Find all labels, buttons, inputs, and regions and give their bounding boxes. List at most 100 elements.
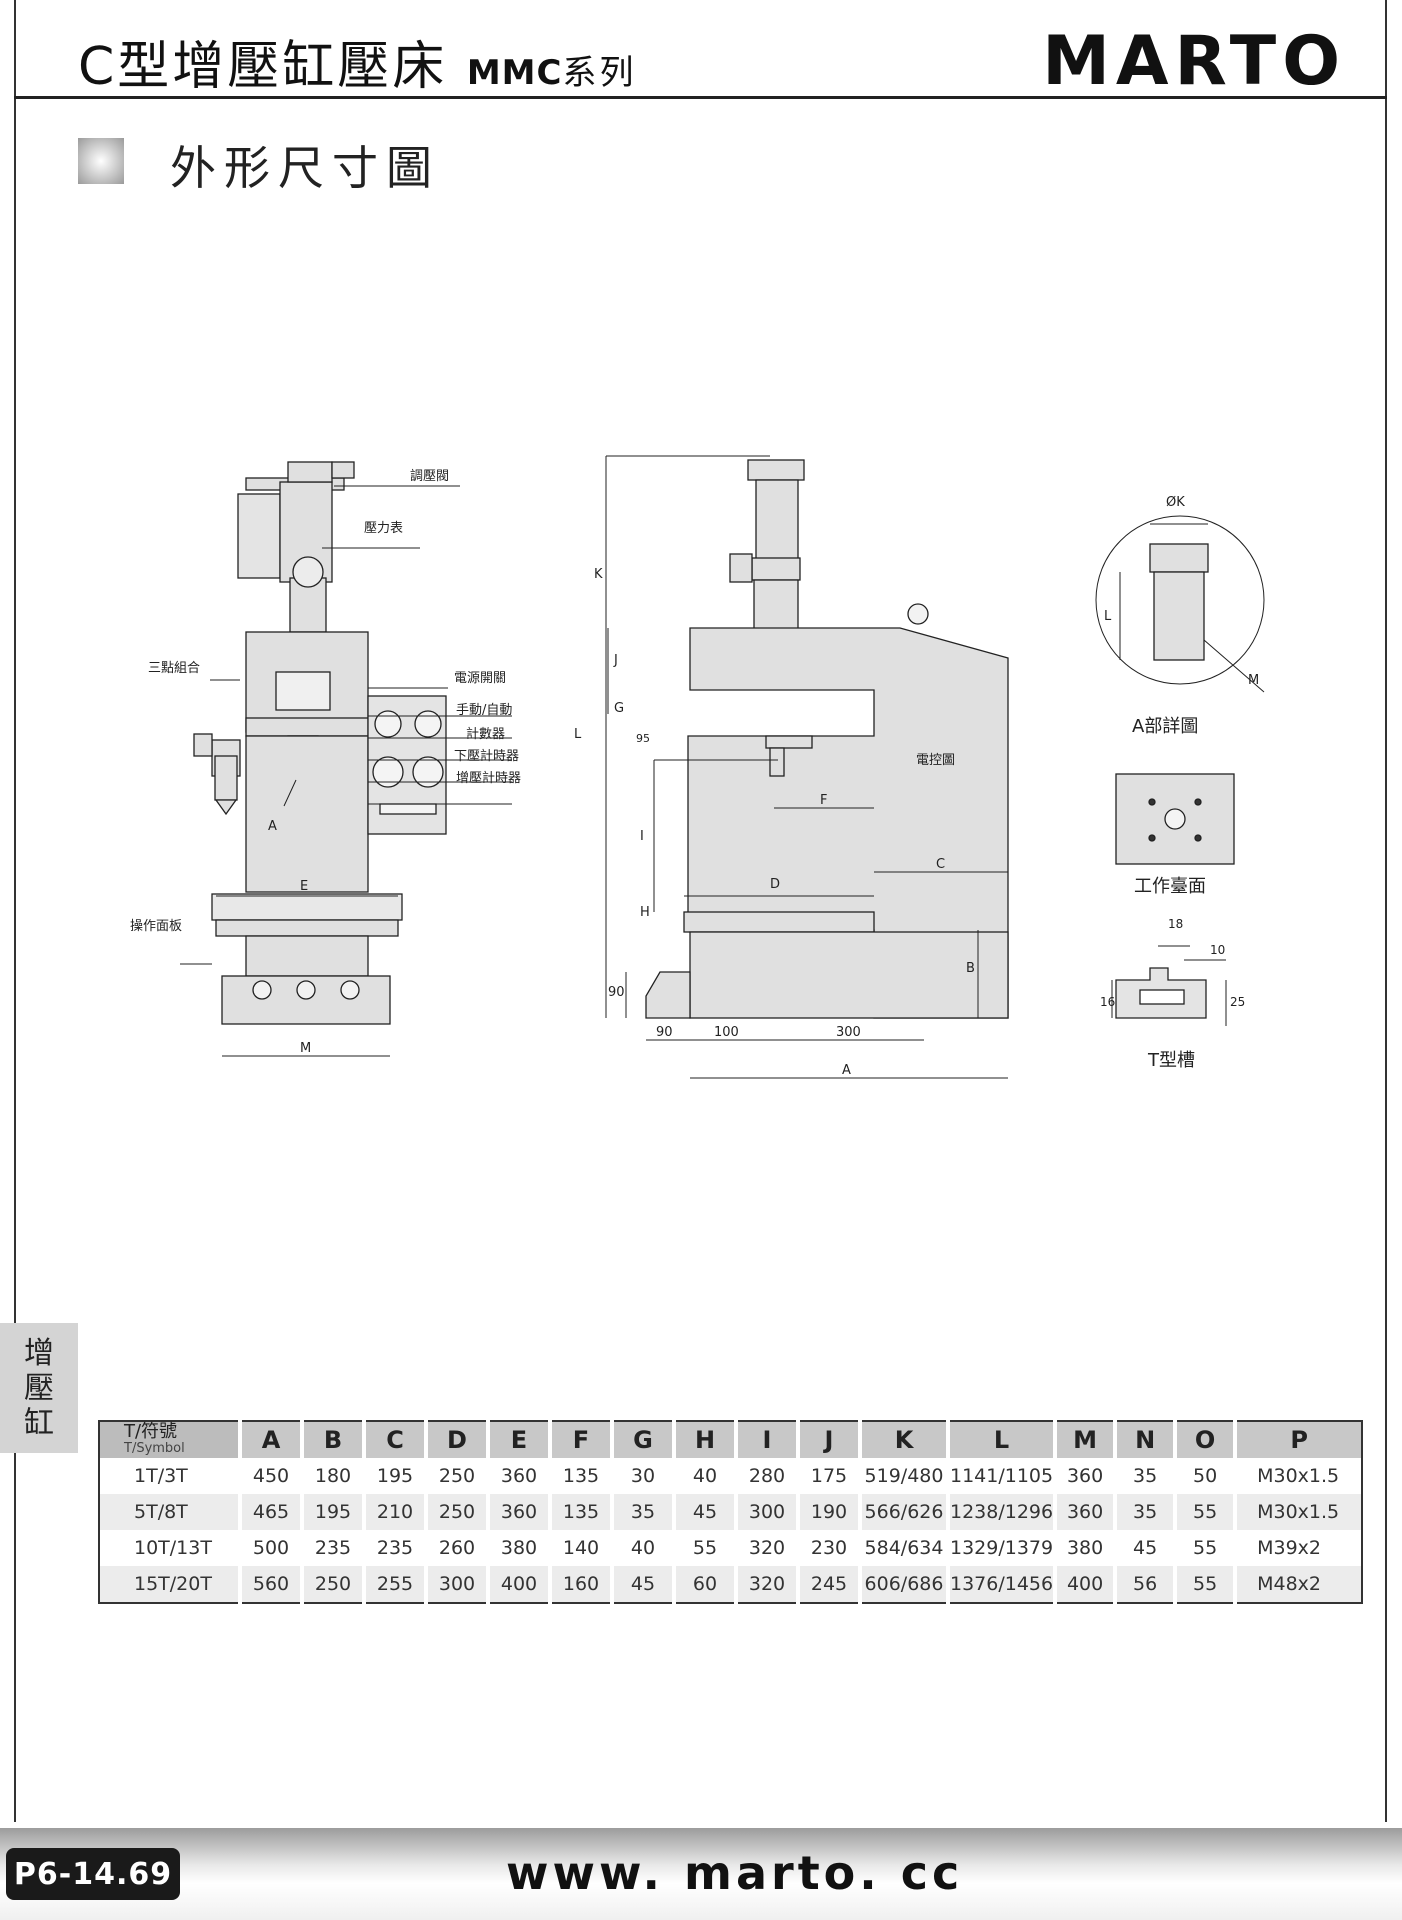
side-view <box>645 459 1009 1019</box>
label-power-switch: 電源開關 <box>454 671 506 686</box>
value-cell: 560 <box>240 1566 304 1603</box>
dim-c: C <box>936 857 945 872</box>
value-cell: 135 <box>550 1458 614 1494</box>
value-cell: 584/634 <box>860 1530 950 1566</box>
value-cell: 55 <box>674 1530 738 1566</box>
value-cell: 60 <box>674 1566 738 1603</box>
value-cell: 250 <box>426 1494 490 1530</box>
label-down-timer: 下壓計時器 <box>454 748 519 764</box>
value-cell: 465 <box>240 1494 304 1530</box>
model-cell: 5T/8T <box>99 1494 242 1530</box>
section-title: 外形尺寸圖 <box>170 141 440 195</box>
value-cell: 135 <box>550 1494 614 1530</box>
column-header: A <box>240 1421 304 1458</box>
value-cell: 400 <box>488 1566 552 1603</box>
value-cell: 40 <box>612 1530 676 1566</box>
column-header: O <box>1175 1421 1238 1458</box>
dim-g: G <box>614 701 624 716</box>
dim-slot-10: 10 <box>1210 943 1225 957</box>
label-frl-unit: 三點組合 <box>148 661 200 676</box>
column-header: N <box>1115 1421 1178 1458</box>
section-square-icon <box>78 138 124 184</box>
dim-b: B <box>966 961 975 976</box>
column-header: D <box>426 1421 490 1458</box>
brand-logo: MARTO <box>1042 22 1346 101</box>
value-cell: 55 <box>1175 1530 1238 1566</box>
footer-bar <box>0 1828 1402 1920</box>
dim-i: I <box>640 829 644 844</box>
value-cell: 160 <box>550 1566 614 1603</box>
column-header: K <box>860 1421 950 1458</box>
dim-l: L <box>574 727 582 742</box>
page-title: C型增壓缸壓床 MMC系列 <box>78 37 637 97</box>
dim-90-horizontal: 90 <box>656 1025 673 1040</box>
value-cell: 360 <box>488 1458 552 1494</box>
value-cell: 1329/1379 <box>948 1530 1058 1566</box>
column-header: L <box>948 1421 1058 1458</box>
label-pressure-gauge: 壓力表 <box>364 521 403 536</box>
dim-90-vertical: 90 <box>608 985 625 1000</box>
dim-k: K <box>594 567 603 582</box>
value-cell: 140 <box>550 1530 614 1566</box>
dim-slot-16: 16 <box>1100 995 1115 1009</box>
detail-a-view <box>1149 543 1209 661</box>
value-cell: M48x2 <box>1235 1566 1363 1603</box>
value-cell: 30 <box>612 1458 676 1494</box>
worktable-view <box>1115 773 1235 865</box>
column-header: H <box>674 1421 738 1458</box>
value-cell: 250 <box>426 1458 490 1494</box>
side-tab-char: 增 <box>24 1335 54 1371</box>
dim-detail-m: M <box>1248 673 1259 688</box>
dim-phi-k: ØK <box>1166 495 1185 510</box>
label-manual-auto: 手動/自動 <box>456 703 512 718</box>
column-header: I <box>736 1421 800 1458</box>
table-row: 15T/20T 560 250 255 300 400 160 45 60 32… <box>99 1566 1363 1603</box>
value-cell: 175 <box>798 1458 862 1494</box>
value-cell: M30x1.5 <box>1235 1494 1363 1530</box>
value-cell: 1376/1456 <box>948 1566 1058 1603</box>
label-callout-a: A <box>268 819 277 834</box>
value-cell: 260 <box>426 1530 490 1566</box>
dim-a: A <box>842 1063 851 1078</box>
column-header: C <box>364 1421 428 1458</box>
model-cell: 10T/13T <box>99 1530 242 1566</box>
value-cell: 55 <box>1175 1566 1238 1603</box>
dim-slot-25: 25 <box>1230 995 1245 1009</box>
website-url: www. marto. cc <box>506 1846 964 1900</box>
dim-m: M <box>300 1041 311 1056</box>
value-cell: 190 <box>798 1494 862 1530</box>
label-control-panel: 操作面板 <box>130 918 182 934</box>
column-header: G <box>612 1421 676 1458</box>
value-cell: 300 <box>736 1494 800 1530</box>
value-cell: 500 <box>240 1530 304 1566</box>
value-cell: 245 <box>798 1566 862 1603</box>
dim-e: E <box>300 879 308 894</box>
dim-d: D <box>770 877 780 892</box>
value-cell: 1141/1105 <box>948 1458 1058 1494</box>
dim-detail-l: L <box>1104 609 1112 624</box>
caption-worktable: 工作臺面 <box>1134 876 1206 897</box>
value-cell: 45 <box>674 1494 738 1530</box>
value-cell: 40 <box>674 1458 738 1494</box>
value-cell: 280 <box>736 1458 800 1494</box>
dim-h: H <box>640 905 650 920</box>
dimension-drawing: 調壓閥 壓力表 三點組合 電源開關 手動/自動 計數器 下壓計時器 增壓計時器 … <box>130 455 1265 1079</box>
dim-100: 100 <box>714 1025 739 1040</box>
dim-95: 95 <box>636 732 650 745</box>
value-cell: M39x2 <box>1235 1530 1363 1566</box>
value-cell: 360 <box>1055 1458 1118 1494</box>
value-cell: 380 <box>488 1530 552 1566</box>
value-cell: 50 <box>1175 1458 1238 1494</box>
value-cell: 35 <box>1115 1458 1178 1494</box>
value-cell: 1238/1296 <box>948 1494 1058 1530</box>
value-cell: 400 <box>1055 1566 1118 1603</box>
value-cell: 380 <box>1055 1530 1118 1566</box>
table-row: 5T/8T 465 195 210 250 360 135 35 45 300 … <box>99 1494 1363 1530</box>
label-counter: 計數器 <box>466 726 505 742</box>
value-cell: 45 <box>1115 1530 1178 1566</box>
column-header: J <box>798 1421 862 1458</box>
t-slot-view <box>1115 967 1207 1019</box>
value-cell: 606/686 <box>860 1566 950 1603</box>
